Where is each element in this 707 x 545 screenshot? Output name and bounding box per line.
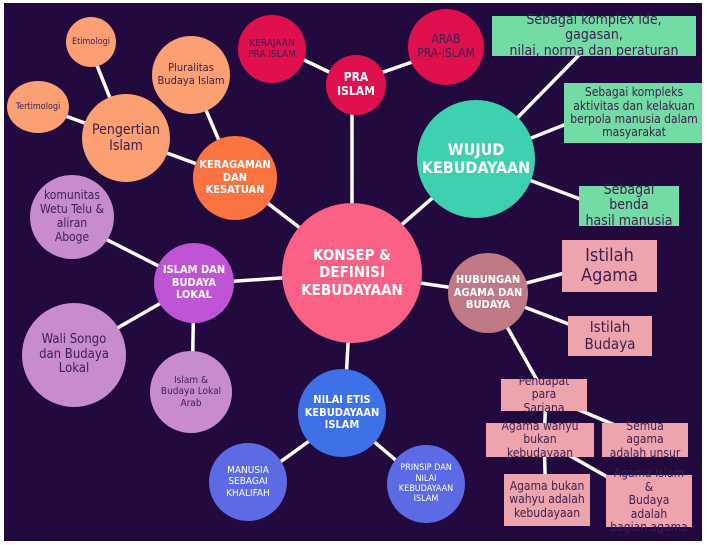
box-semua-agama-unsur[interactable]: Semua agama adalah unsur: [602, 419, 688, 459]
node-hubungan-agama-budaya[interactable]: HUBUNGAN AGAMA DAN BUDAYA: [448, 253, 528, 333]
box-agama-bukan-wahyu[interactable]: Agama bukan wahyu adalah kebudayaan: [504, 474, 590, 526]
node-tertimologi[interactable]: Tertimologi: [7, 81, 69, 133]
node-komunitas-wetu-telu[interactable]: komunitas Wetu Telu & aliran Aboge: [30, 175, 114, 259]
node-islam-budaya-lokal[interactable]: ISLAM DAN BUDAYA LOKAL: [154, 243, 234, 323]
node-keragaman-kesatuan[interactable]: KERAGAMAN DAN KESATUAN: [193, 136, 277, 220]
box-istilah-agama[interactable]: Istilah Agama: [562, 240, 657, 292]
node-pra-islam[interactable]: PRA ISLAM: [326, 55, 386, 115]
box-wujud-ide-gagasan[interactable]: Sebagai komplex ide, gagasan, nilai, nor…: [492, 12, 696, 59]
center-node-konsep-definisi[interactable]: KONSEP & DEFINISI KEBUDAYAAN: [282, 203, 422, 343]
node-nilai-etis-kebudayaan[interactable]: NILAI ETIS KEBUDAYAAN ISLAM: [298, 369, 386, 457]
node-wujud-kebudayaan[interactable]: WUJUD KEBUDAYAAN: [417, 100, 535, 218]
node-pluralitas-budaya-islam[interactable]: Pluralitas Budaya Islam: [152, 36, 230, 114]
node-arab-pra-islam[interactable]: ARAB PRA-ISLAM: [408, 9, 484, 85]
node-prinsip-nilai-kebudayaan[interactable]: PRINSIP DAN NILAI KEBUDAYAAN ISLAM: [387, 445, 465, 523]
mindmap-canvas: KONSEP & DEFINISI KEBUDAYAAN PRA ISLAM K…: [4, 3, 702, 541]
box-wujud-aktivitas[interactable]: Sebagai kompleks aktivitas dan kelakuan …: [564, 83, 702, 143]
node-pengertian-islam[interactable]: Pengertian Islam: [82, 94, 170, 182]
box-agama-islam-budaya[interactable]: Agama Islam & Budaya adalah bagian agama: [606, 467, 692, 534]
node-wali-songo[interactable]: Wali Songo dan Budaya Lokal: [22, 303, 126, 407]
node-kerajaan-pra-islam[interactable]: KERAJAAN PRA ISLAM: [238, 15, 306, 83]
box-istilah-budaya[interactable]: Istilah Budaya: [568, 316, 652, 356]
node-manusia-sebagai-khalifah[interactable]: MANUSIA SEBAGAI KHALIFAH: [209, 443, 287, 521]
box-agama-wahyu-bukan-kebudayaan[interactable]: Agama wahyu bukan kebudayaan: [486, 419, 594, 459]
node-etimologi[interactable]: Etimologi: [66, 17, 116, 67]
node-islam-budaya-lokal-arab[interactable]: Islam & Budaya Lokal Arab: [150, 351, 232, 433]
box-wujud-benda[interactable]: Sebagai benda hasil manusia: [579, 182, 679, 229]
box-pendapat-sarjana[interactable]: Pendapat para Sarjana: [501, 374, 587, 414]
